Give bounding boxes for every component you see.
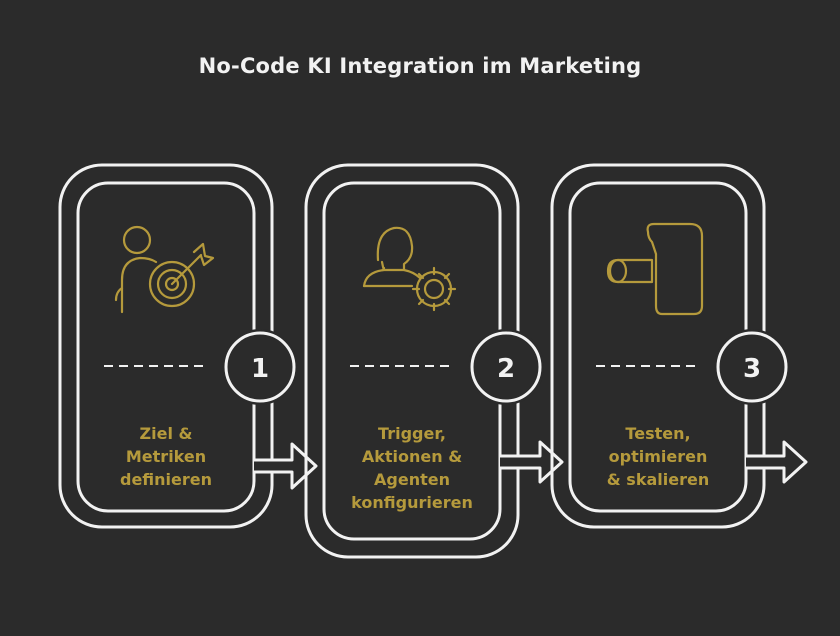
- step-3-arrow: [746, 440, 808, 484]
- person-target-icon: [114, 225, 215, 314]
- step-1-number-badge: [224, 331, 296, 403]
- step-3: 3: [550, 163, 808, 529]
- step-1-label-line: definieren: [119, 470, 213, 489]
- step-2-label-line: konfigurieren: [351, 493, 473, 512]
- step-1: 1: [58, 163, 318, 529]
- diagram-title: No-Code KI Integration im Marketing: [198, 54, 642, 78]
- step-1-label: Ziel & Metriken definieren: [84, 422, 248, 491]
- step-2-label-line: Aktionen &: [361, 447, 463, 466]
- step-1-label-line: Metriken: [125, 447, 207, 466]
- step-2-label-line: Agenten: [374, 470, 450, 489]
- step-2-label-line: Trigger,: [378, 424, 446, 443]
- step-2-arrow: [500, 440, 564, 484]
- bent-arrow-icon: [606, 222, 704, 316]
- step-1-label-line: Ziel &: [139, 424, 193, 443]
- step-3-number: 3: [743, 354, 761, 384]
- step-1-arrow: [254, 442, 318, 490]
- step-2-number: 2: [497, 354, 515, 384]
- step-3-label-line: optimieren: [608, 447, 708, 466]
- step-3-label: Testen, optimieren & skalieren: [576, 422, 740, 491]
- step-3-label-line: Testen,: [625, 424, 691, 443]
- person-gear-icon: [362, 226, 457, 312]
- step-3-number-badge: [716, 331, 788, 403]
- step-3-label-line: & skalieren: [606, 470, 710, 489]
- step-2-number-badge: [470, 331, 542, 403]
- step-1-number: 1: [251, 354, 269, 384]
- step-2-label: Trigger, Aktionen & Agenten konfiguriere…: [330, 422, 494, 514]
- step-2: 2: [304, 163, 564, 559]
